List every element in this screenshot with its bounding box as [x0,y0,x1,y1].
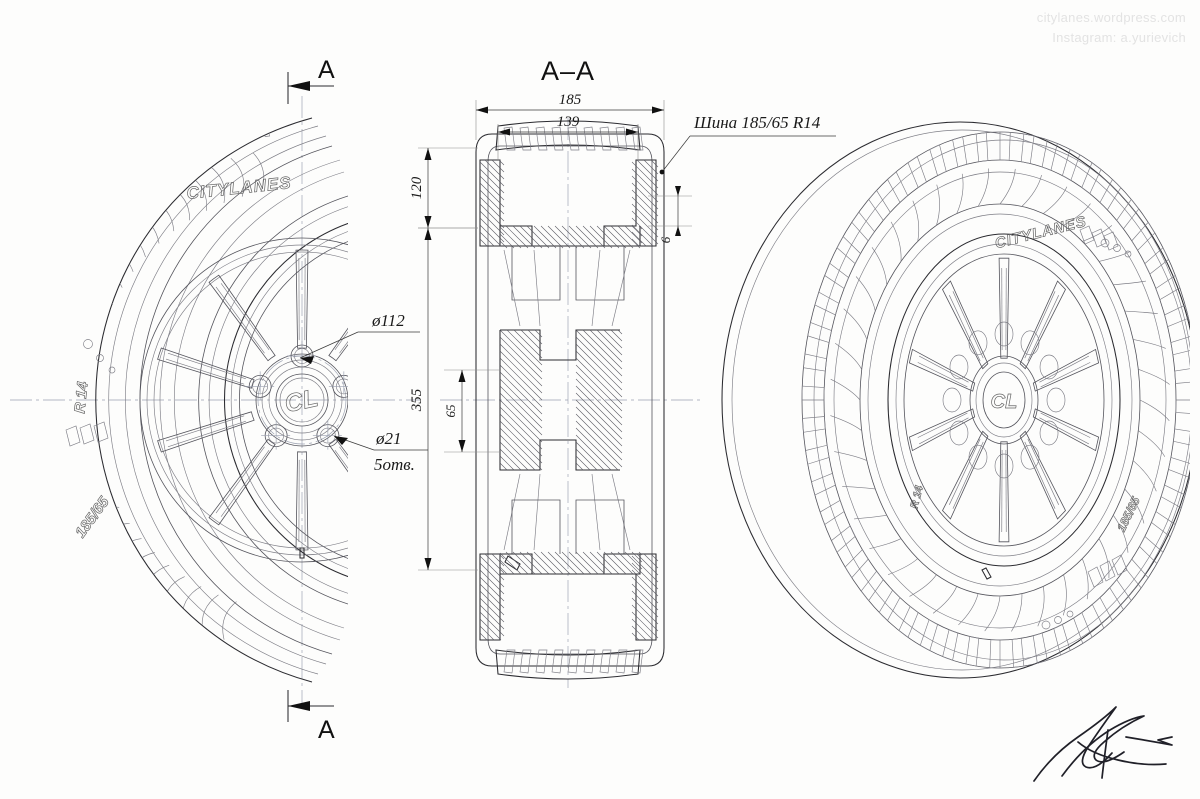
watermark-site: citylanes.wordpress.com [1036,10,1186,25]
bolt-circle-callout: ø112 [299,311,420,364]
bolt-holes [245,341,348,451]
front-sidewall-rim: R 14 [71,380,91,414]
dim-overall-width: 185 [475,92,665,140]
watermark-instagram: Instagram: a.yurievich [1052,30,1186,45]
section-label-bottom: A [318,716,335,744]
perspective-hub [969,355,1039,445]
section-mark-bottom: A [287,690,335,744]
dim-rim-width-value: 65 [443,404,458,418]
bolt-hole-value: ø21 [375,429,402,448]
perspective-spokes [908,257,1100,543]
wheel-spokes [157,249,348,551]
perspective-tread [801,131,1190,669]
perspective-lug-holes [942,321,1066,479]
dim-rim-width: 65 [443,369,500,453]
dim-bead-thickness: 6 [648,186,692,243]
tire-spec-callout: Шина 185/65 R14 [659,113,836,175]
tread-bar-marks [65,421,109,447]
dim-overall-diameter: 355 [409,227,478,571]
perspective-tread-bars [1079,225,1128,588]
dim-sidewall-height-value: 120 [409,176,425,199]
section-tread-grooves [503,126,644,674]
perspective-hub-cap [982,371,1026,429]
tire-spec-text: Шина 185/65 R14 [693,113,821,132]
dim-bead-thickness-value: 6 [658,236,673,243]
perspective-geometry [721,121,1190,679]
designer-signature [1033,706,1173,782]
dim-tread-width: 139 [497,114,639,160]
dim-tread-width-value: 139 [557,114,580,130]
valve-stem [299,547,305,559]
perspective-hub-logo: CL [991,391,1018,413]
dim-sidewall-height: 120 [409,147,478,229]
perspective-sidewall-rim: R 14 [908,485,925,510]
section-spoke-web [503,249,631,551]
section-label-top: A [318,56,335,84]
section-title: A–A [541,56,595,86]
section-mark-top: A [287,56,335,104]
bolt-hole-qty: 5отв. [374,455,415,474]
bolt-circle-value: ø112 [371,311,405,330]
hub-cap [275,373,329,427]
section-geometry [475,120,665,680]
dim-overall-diameter-value: 355 [409,388,425,412]
perspective-valve [981,567,992,580]
bolt-hole-callout: ø21 5отв. [333,429,428,474]
section-hatching [479,159,659,641]
dim-overall-width-value: 185 [559,92,582,108]
